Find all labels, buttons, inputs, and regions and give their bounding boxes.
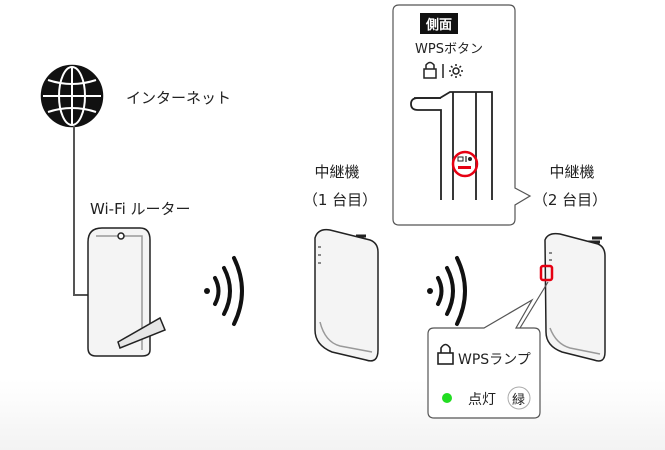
wps-lamp-label: WPSランプ (458, 352, 531, 368)
wps-lamp-highlight (539, 264, 554, 282)
repeater-2-name: 中継機 (549, 163, 595, 181)
repeater-2-order: （2 台目） (532, 191, 608, 209)
lamp-color-label: 緑 (512, 393, 526, 408)
router-device (87, 227, 166, 357)
repeater-1-name: 中継機 (314, 163, 360, 181)
green-lamp-icon (442, 393, 452, 403)
wifi-signal-icon (204, 256, 244, 326)
cable-line (73, 126, 92, 296)
wifi-signal-icon-2 (427, 256, 467, 326)
globe-icon (40, 64, 104, 128)
wps-button-label: WPSボタン (415, 42, 483, 57)
lock-icon (437, 343, 454, 365)
color-badge-circle (507, 386, 531, 410)
repeater-2-device (539, 232, 606, 362)
repeater-1-order: （1 台目） (302, 191, 378, 209)
router-label: Wi-Fi ルーター (90, 200, 191, 218)
side-view-callout (392, 4, 532, 226)
lock-sun-icon (423, 61, 463, 79)
lamp-state: 点灯 (468, 392, 496, 408)
repeater-1-device (314, 228, 379, 362)
internet-label: インターネット (126, 89, 232, 107)
side-view-tag: 側面 (420, 13, 459, 34)
wps-lamp-callout (427, 281, 549, 419)
